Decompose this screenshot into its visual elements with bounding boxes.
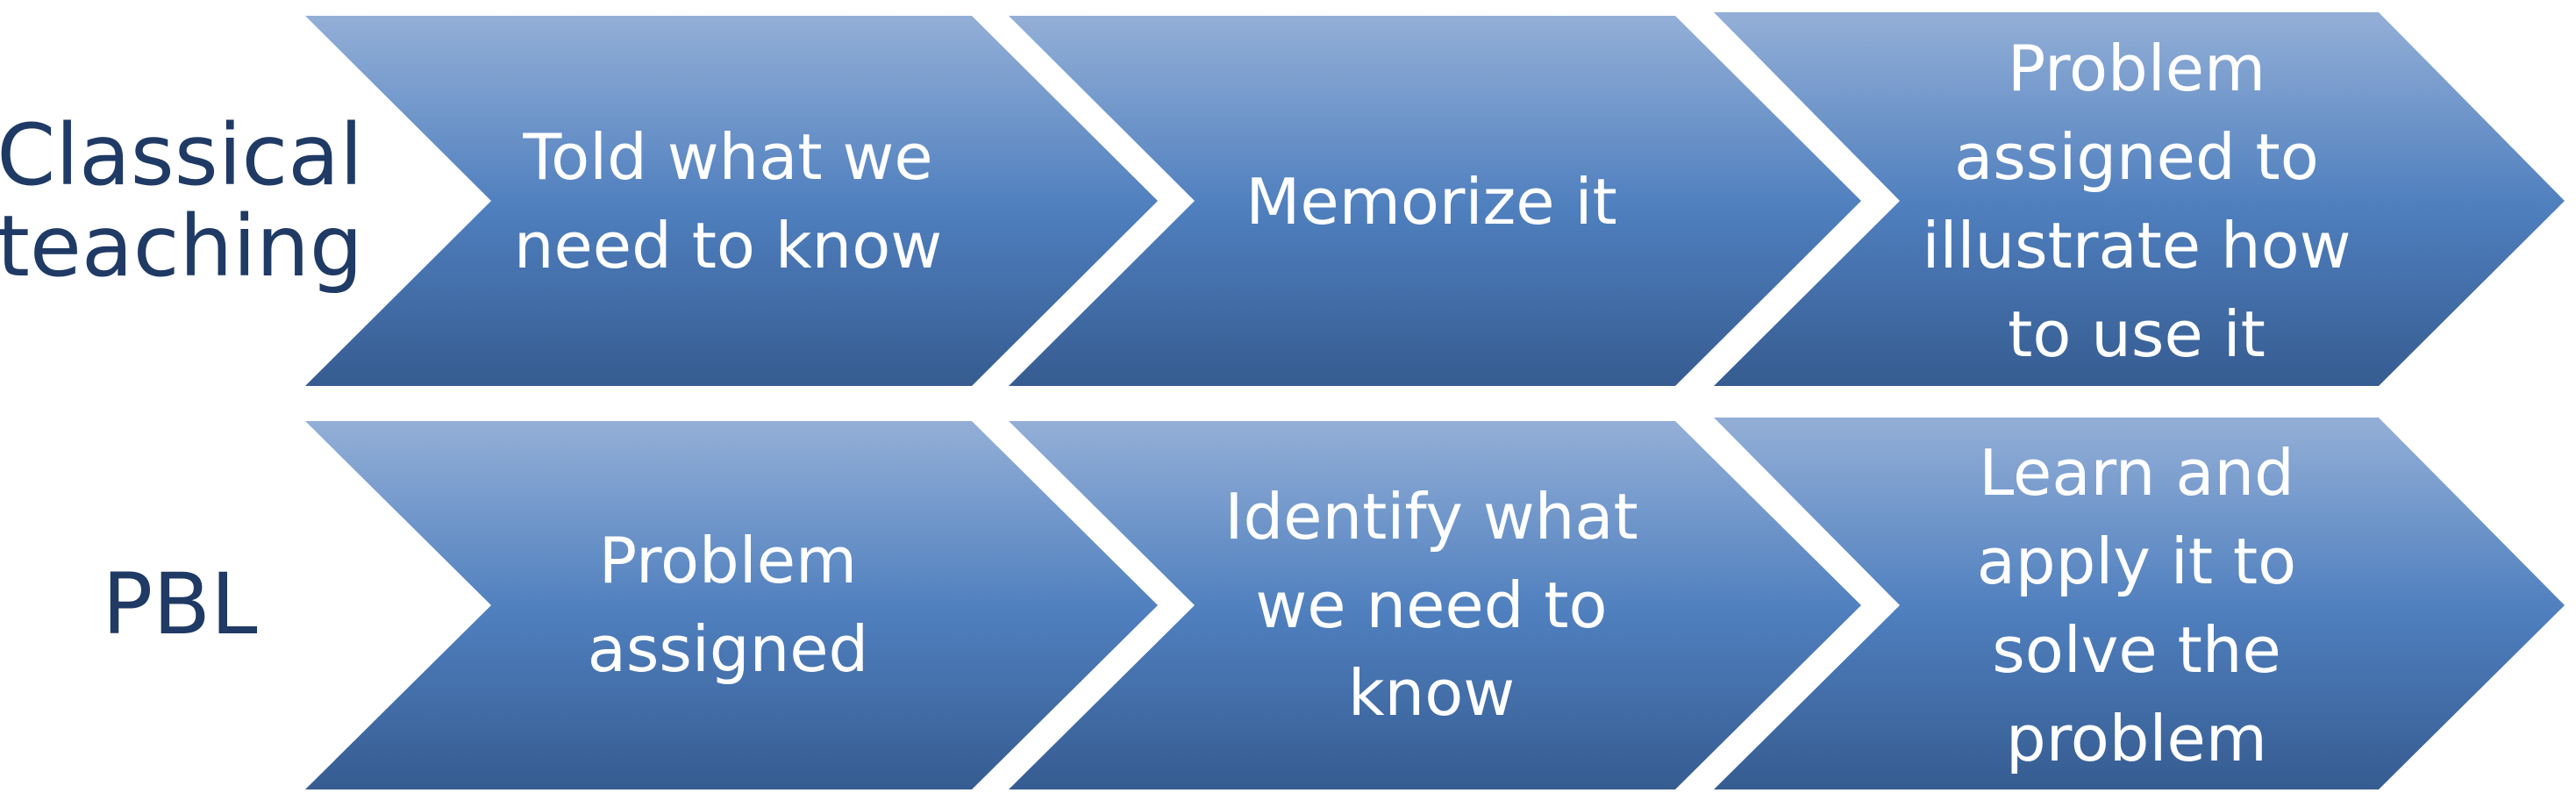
chevron-row1-step1 [305,16,1158,386]
step-row1-1: Told what we need to know [500,35,956,368]
chevron-row2-step3 [1714,418,2565,789]
step-text: Learn and apply it to solve the problem [1976,436,2297,775]
step-row1-2: Memorize it [1203,35,1659,368]
step-text: Told what we need to know [513,120,943,282]
row-label-pbl: PBL [0,474,360,737]
step-row1-3: Problem assigned to illustrate how to us… [1900,26,2373,377]
row-label-text: Classical teaching [0,106,363,296]
step-text: Problem assigned [587,524,869,686]
row-label-text: PBL [102,555,258,654]
chevron-row1-step2 [1009,16,1861,386]
step-row2-1: Problem assigned [500,439,956,772]
chevron-row2-step2 [1009,421,1861,789]
step-row2-2: Identify what we need to know [1203,439,1659,772]
step-text: Identify what we need to know [1224,479,1638,731]
chevron-row2-step1 [305,421,1158,789]
row-label-classical-teaching: Classical teaching [0,61,363,342]
chevron-row1-step3 [1714,12,2565,386]
step-row2-3: Learn and apply it to solve the problem [1900,426,2373,786]
step-text: Problem assigned to illustrate how to us… [1922,32,2351,371]
step-text: Memorize it [1245,164,1617,239]
